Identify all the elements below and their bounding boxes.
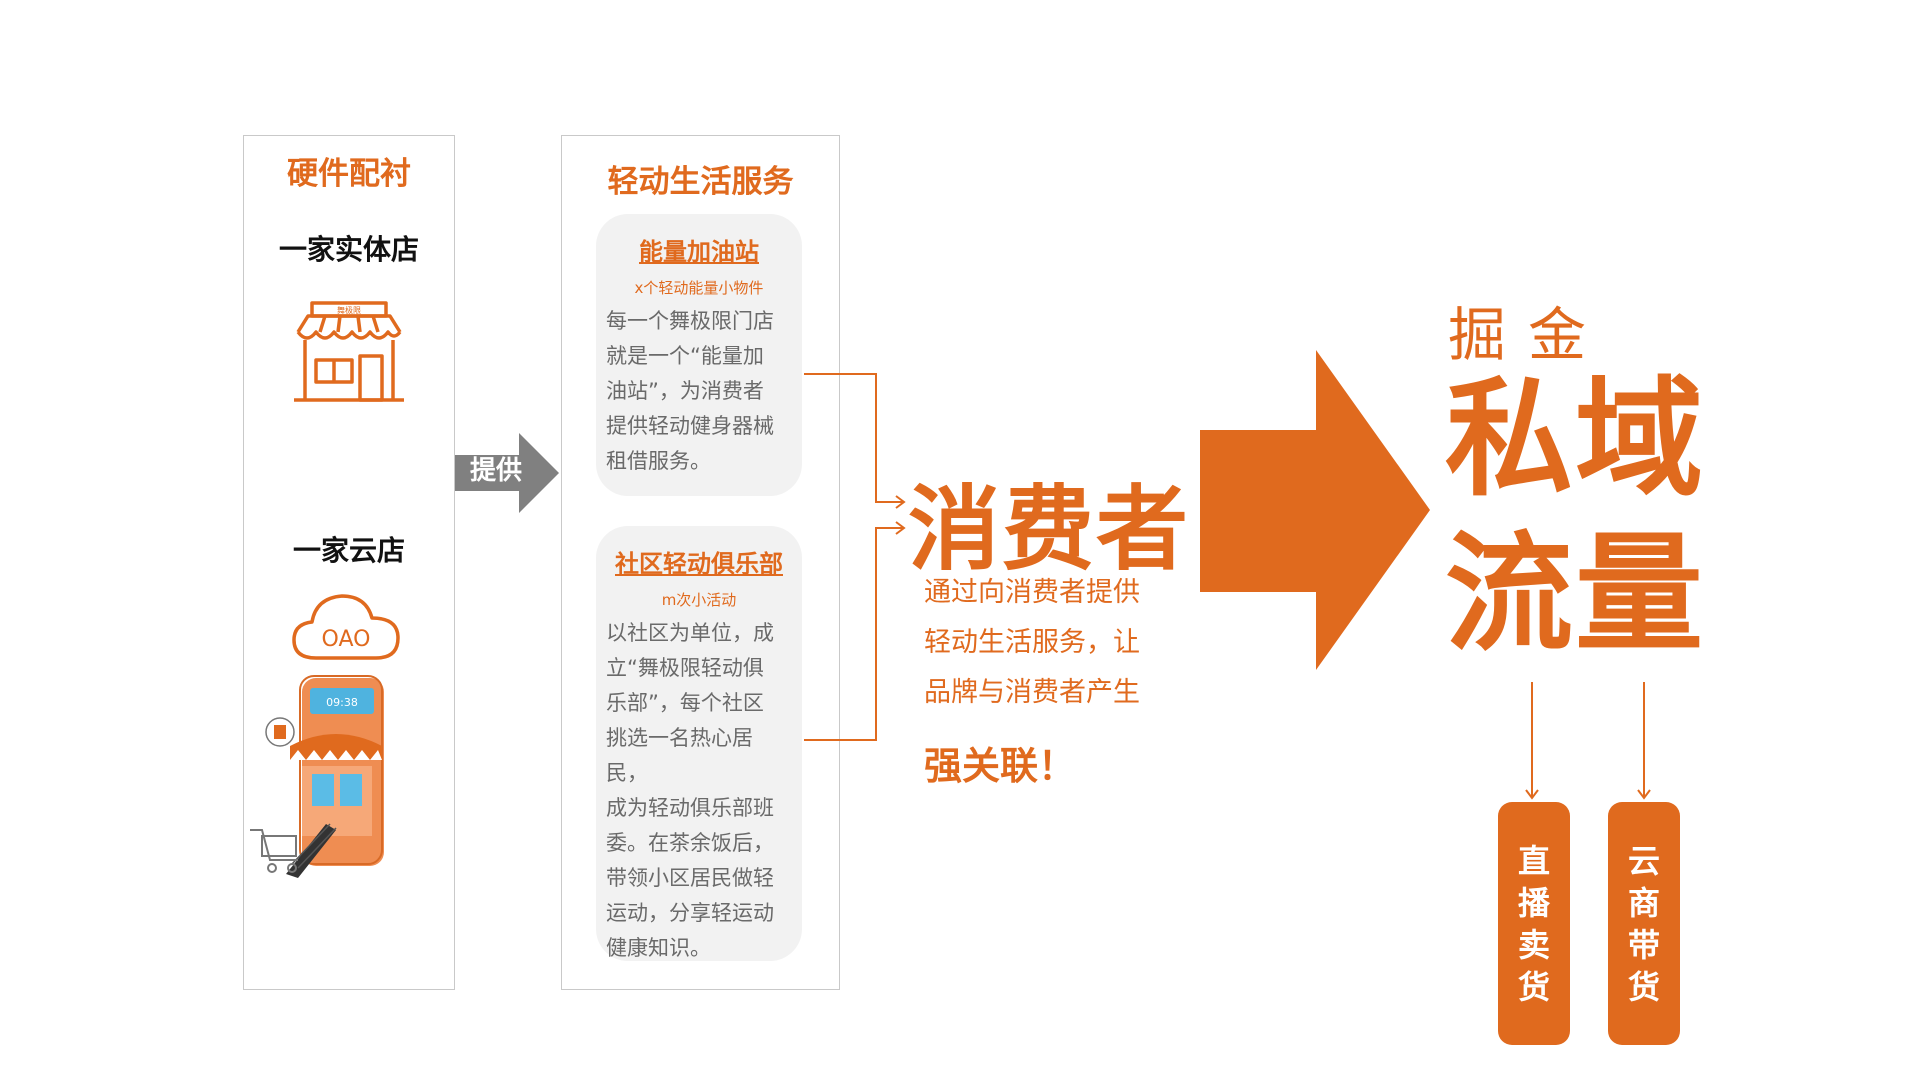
provide-arrow (455, 433, 559, 513)
service-card-club: 社区轻动俱乐部 m次小活动 以社区为单位，成 立“舞极限轻动俱 乐部”，每个社区… (596, 526, 802, 961)
physical-store-label: 一家实体店 (278, 233, 419, 266)
cloud-icon: OAO (292, 594, 400, 660)
phone-time-text: 09:38 (326, 696, 358, 709)
connector-lines (804, 373, 906, 741)
consumer-word: 消费者 (908, 476, 1191, 583)
connector-energy (804, 373, 904, 503)
services-title: 轻动生活服务 (607, 164, 794, 200)
result-arrows (1525, 682, 1651, 800)
connector-club (804, 527, 904, 741)
consumer-description: 通过向消费者提供 轻动生活服务，让 品牌与消费者产生 (924, 577, 1140, 708)
big-arrow (1200, 350, 1430, 670)
card-subtitle: x个轻动能量小物件 (634, 279, 764, 297)
provide-label: 提供 (470, 456, 523, 486)
pill-text: 云商带货 (1627, 842, 1660, 1006)
card-body: 以社区为单位，成 立“舞极限轻动俱 乐部”，每个社区 挑选一名热心居民， 成为轻… (606, 621, 774, 960)
consumer-strong-link: 强关联！ (924, 744, 1077, 788)
service-card-energy: 能量加油站 x个轻动能量小物件 每一个舞极限门店 就是一个“能量加 油站”，为消… (596, 214, 802, 496)
card-body: 每一个舞极限门店 就是一个“能量加 油站”，为消费者 提供轻动健身器械 租借服务… (606, 309, 774, 473)
cloud-store-illustration: 09:38 (250, 675, 384, 878)
card-subtitle: m次小活动 (661, 591, 737, 609)
card-title: 社区轻动俱乐部 (615, 550, 783, 578)
storefront-icon: 舞极限 (294, 301, 404, 402)
cloud-commerce-pill: 云商带货 (1608, 802, 1680, 1045)
hardware-panel: 硬件配衬 一家实体店 舞极限 一家云店 OAO 09:38 (243, 135, 455, 990)
services-panel: 轻动生活服务 能量加油站 x个轻动能量小物件 每一个舞极限门店 就是一个“能量加… (561, 135, 840, 990)
store-sign-text: 舞极限 (337, 305, 361, 315)
pill-text: 直播卖货 (1517, 842, 1550, 1006)
hardware-title: 硬件配衬 (287, 156, 411, 192)
live-selling-pill: 直播卖货 (1498, 802, 1570, 1045)
private-domain-label: 私域 (1445, 365, 1706, 514)
cloud-store-label: 一家云店 (292, 534, 405, 567)
dig-gold-label: 掘金 (1448, 301, 1609, 369)
cloud-badge-text: OAO (322, 627, 371, 652)
traffic-label: 流量 (1445, 520, 1706, 669)
card-title: 能量加油站 (639, 238, 759, 266)
